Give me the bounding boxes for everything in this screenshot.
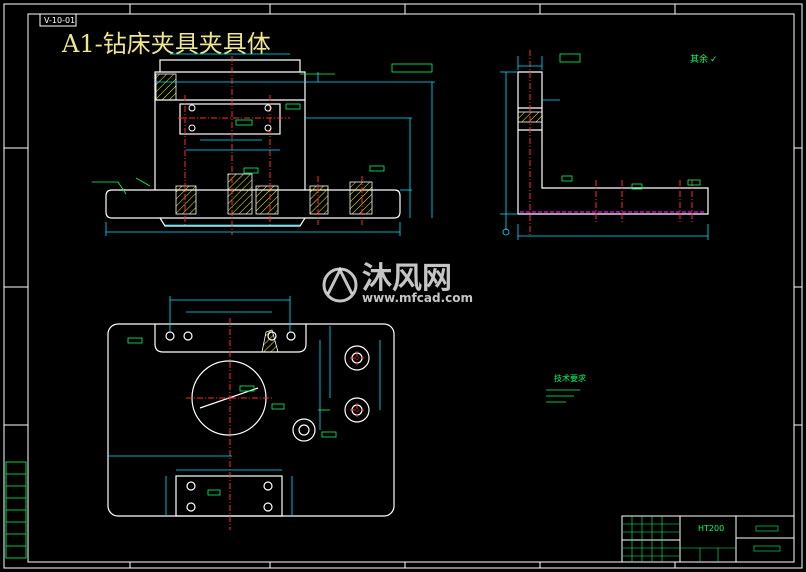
side-view	[500, 50, 709, 240]
section-hatching	[155, 73, 373, 215]
front-view	[92, 53, 435, 236]
technical-requirements: 技术要求	[546, 373, 586, 403]
corner-tag-text: V-10-01	[44, 16, 75, 25]
surface-roughness-note: 其余 ✓	[690, 53, 718, 65]
tech-notes-heading: 技术要求	[554, 373, 586, 383]
title-block: HT200	[621, 515, 795, 563]
corner-tag: V-10-01	[39, 13, 77, 27]
surface-mark-icon: ✓	[710, 55, 718, 65]
left-stamp-table	[5, 461, 27, 559]
watermark-brand: 沐风网	[362, 261, 452, 296]
material-label: HT200	[698, 524, 724, 533]
top-view	[107, 296, 395, 530]
watermark: 沐风网 www.mfcad.com	[322, 261, 473, 305]
drawing-border	[3, 3, 803, 569]
drawing-title: A1-钻床夹具夹具体	[61, 30, 271, 58]
watermark-url: www.mfcad.com	[362, 291, 473, 305]
watermark-logo-icon	[322, 266, 358, 303]
surface-note-text: 其余	[690, 53, 708, 65]
